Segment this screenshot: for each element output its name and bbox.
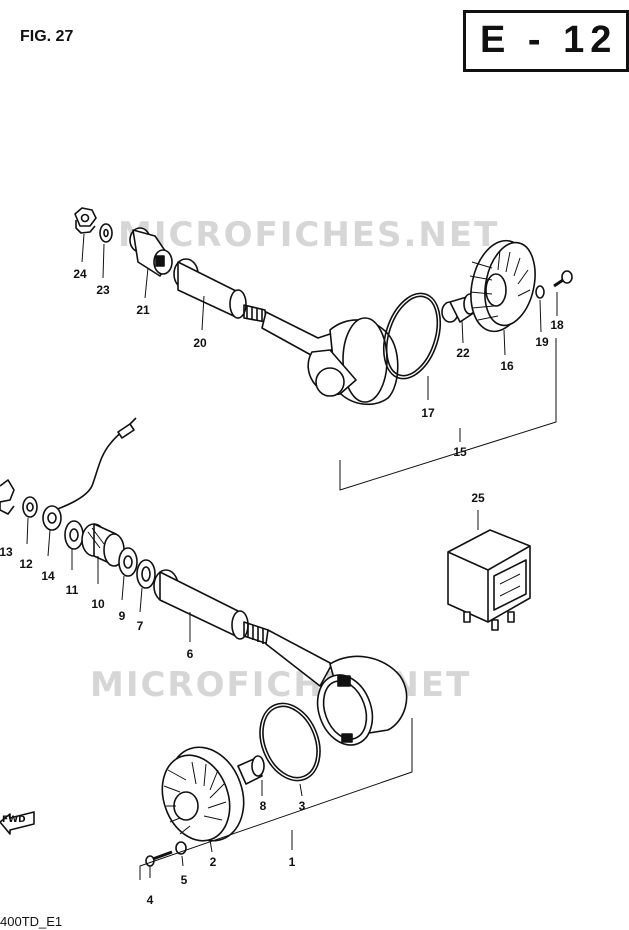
callout-1: 1: [289, 855, 296, 869]
callout-9: 9: [119, 609, 126, 623]
part-wire-lead: [49, 417, 137, 513]
part-lens-16: [469, 239, 536, 333]
direction-arrow: [0, 811, 35, 835]
callout-5: 5: [181, 873, 188, 887]
part-washer-19: [535, 285, 545, 299]
callout-3: 3: [299, 799, 306, 813]
callout-24: 24: [73, 267, 87, 281]
part-sleeve-20: [173, 258, 247, 319]
section-code: E - 12: [480, 19, 618, 61]
part-terminal-14: [42, 505, 62, 531]
callout-16: 16: [500, 359, 514, 373]
part-nut-24: [74, 207, 97, 234]
callout-20: 20: [193, 336, 207, 350]
part-washer-23: [99, 223, 113, 243]
callout-10: 10: [91, 597, 105, 611]
callout-13: 13: [0, 545, 13, 559]
callout-12: 12: [19, 557, 33, 571]
part-bulb-8: [237, 755, 265, 785]
model-code: 400TD_E1: [0, 914, 63, 929]
watermark-top: MICROFICHES.NET: [118, 215, 500, 255]
part-lens-2: [161, 746, 245, 842]
part-screw-18: [553, 270, 573, 288]
exploded-parts-diagram: 24 23 21 20 17 22 16 19 18 15 13 12 14 1…: [0, 207, 573, 907]
callout-19: 19: [535, 335, 549, 349]
callout-18: 18: [550, 318, 564, 332]
leader-lines-upper: [81, 233, 558, 491]
part-relay-25: [447, 529, 531, 631]
part-bush-7: [136, 559, 156, 589]
part-gasket-3: [259, 702, 321, 782]
callout-15: 15: [453, 445, 467, 459]
part-washer-12: [22, 496, 38, 518]
part-damper-10: [81, 523, 125, 567]
direction-label: FWD: [2, 815, 26, 825]
callout-4: 4: [147, 893, 154, 907]
callout-22: 22: [456, 346, 470, 360]
callout-8: 8: [260, 799, 267, 813]
section-code-box: E - 12: [463, 10, 629, 72]
callout-2: 2: [210, 855, 217, 869]
callout-17: 17: [421, 406, 435, 420]
callout-21: 21: [136, 303, 150, 317]
part-bush-21: [129, 227, 173, 277]
part-stem-housing-upper: [243, 304, 399, 406]
callout-23: 23: [96, 283, 110, 297]
callout-7: 7: [137, 619, 144, 633]
part-washer-9: [118, 547, 138, 577]
part-washer-11: [64, 520, 84, 550]
callout-11: 11: [66, 583, 79, 597]
figure-label: FIG. 27: [20, 28, 74, 45]
callout-25: 25: [471, 491, 485, 505]
part-sleeve-6: [153, 569, 249, 640]
part-nut-13: [0, 479, 15, 515]
part-stem-housing-lower: [243, 621, 408, 746]
part-gasket-17: [382, 292, 442, 380]
callout-14: 14: [41, 569, 55, 583]
callout-6: 6: [187, 647, 194, 661]
leader-lines-lower: [26, 510, 479, 880]
